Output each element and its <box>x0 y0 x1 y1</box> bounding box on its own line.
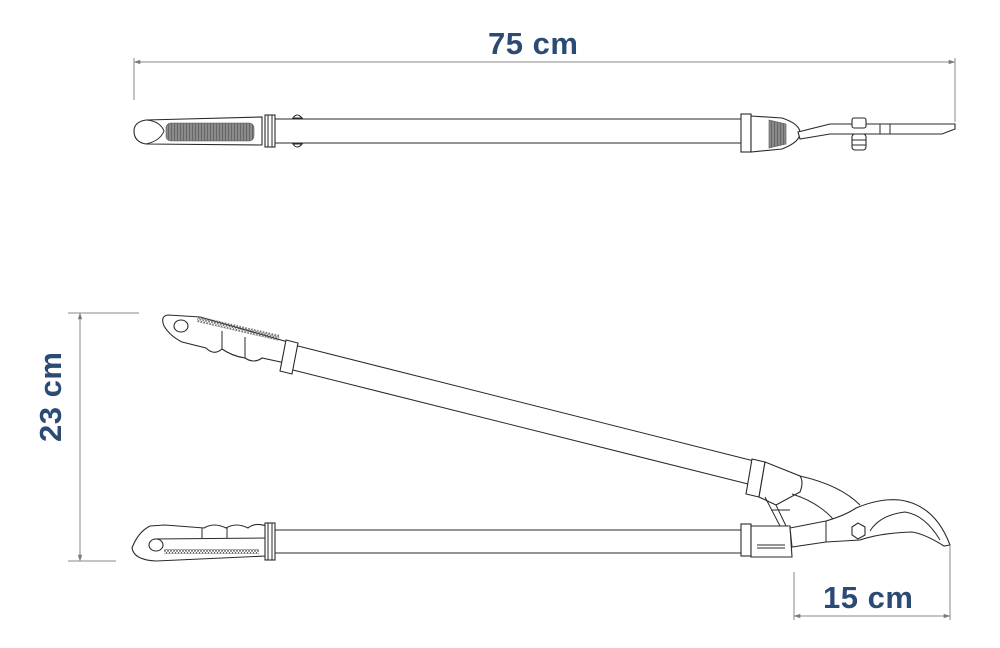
dimension-height <box>68 312 139 562</box>
side-view-blade <box>789 499 951 548</box>
dimension-blade <box>793 546 951 620</box>
top-view <box>133 113 956 153</box>
blade-length-label: 15 cm <box>823 580 914 615</box>
length-label: 75 cm <box>488 26 579 61</box>
side-view-lower-handle <box>131 496 793 562</box>
side-view-upper-handle <box>162 314 861 521</box>
height-label: 23 cm <box>33 351 68 442</box>
dimension-length <box>133 58 956 122</box>
